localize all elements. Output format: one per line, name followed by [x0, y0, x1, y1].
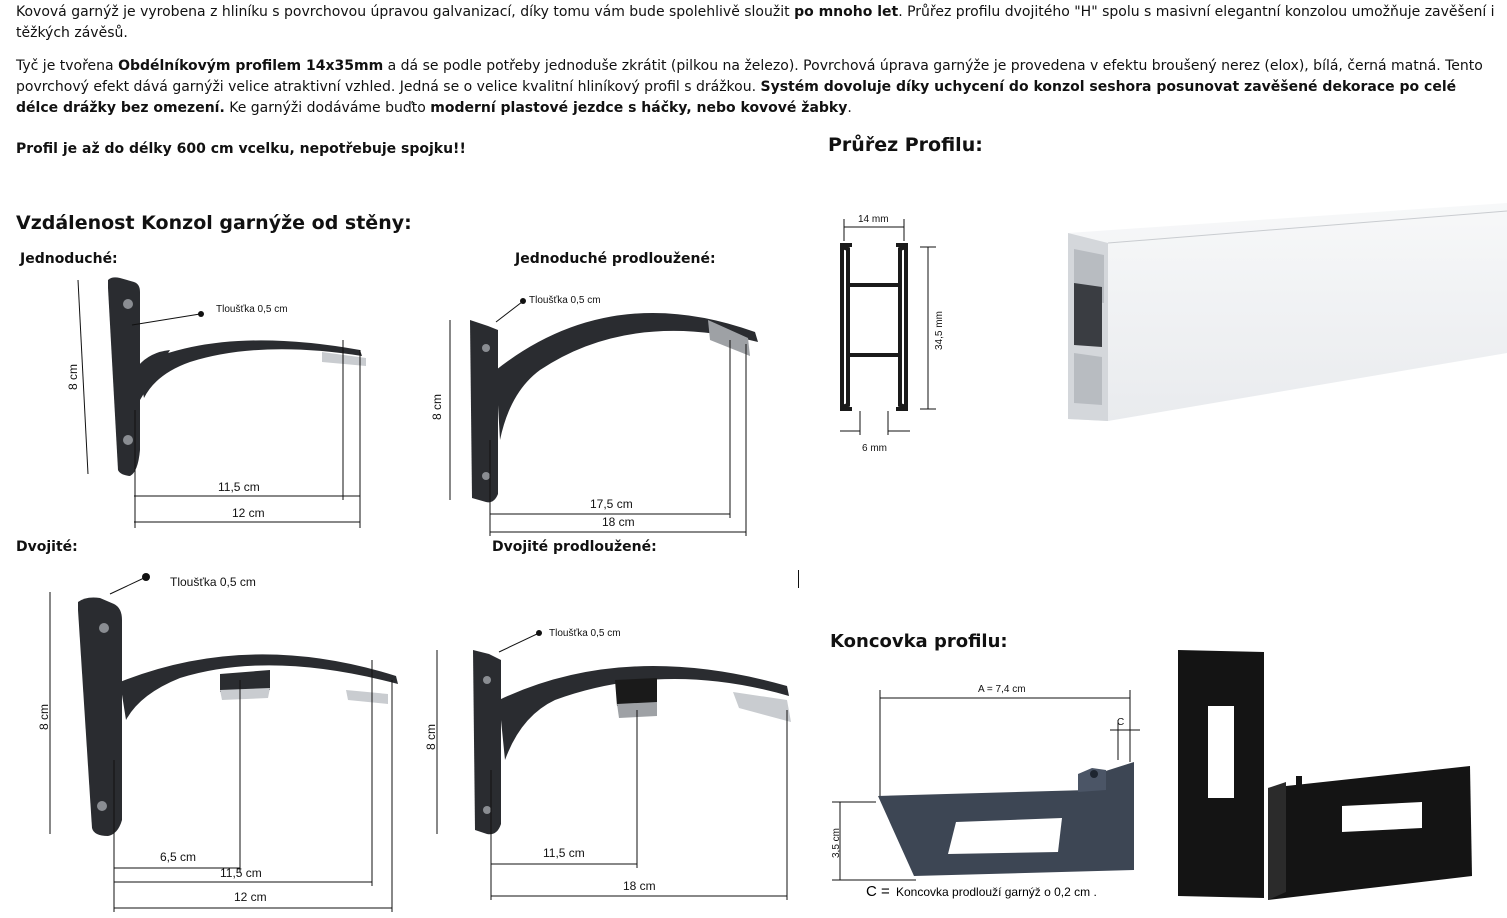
text-cursor: [798, 570, 799, 588]
double-bracket-image: [78, 597, 398, 836]
double-ext-d2-label: 18 cm: [623, 879, 656, 893]
end-cap-black-back: [1178, 650, 1264, 898]
double-ext-bracket-label: Dvojité prodloužené:: [492, 539, 657, 555]
intro-paragraph-2: Tyč je tvořena Obdélníkovým profilem 14x…: [16, 58, 1483, 116]
double-thickness-label: Tloušťka 0,5 cm: [170, 575, 256, 589]
double-ext-bracket-image: [473, 650, 791, 835]
end-cap-height-label: 3,5 cm: [831, 828, 842, 858]
double-ext-d1-label: 11,5 cm: [543, 846, 585, 860]
end-cap-photo: [1178, 650, 1472, 900]
single-ext-bracket-image: [470, 312, 758, 503]
end-cap-note-c: C =: [866, 883, 890, 900]
single-ext-height-label: 8 cm: [430, 394, 444, 420]
single-d1-label: 11,5 cm: [218, 480, 260, 494]
profile-cross-section-diagram: 14 mm 34,5 mm 6 mm: [840, 214, 945, 454]
single-ext-bracket-label: Jednoduché prodloužené:: [515, 251, 716, 267]
single-bracket-diagram: Tloušťka 0,5 cm 8 cm 11,5 cm 12 cm: [66, 277, 366, 528]
cross-section-heading: Průřez Profilu:: [828, 134, 983, 156]
double-d1-label: 11,5 cm: [220, 866, 262, 880]
double-bracket-label: Dvojité:: [16, 539, 78, 555]
profile-3d-image: [1068, 203, 1507, 421]
single-ext-d1-label: 17,5 cm: [590, 497, 633, 511]
double-ext-height-label: 8 cm: [424, 724, 438, 750]
single-thickness-label: Tloušťka 0,5 cm: [216, 304, 288, 315]
single-bracket-image: [108, 277, 366, 476]
single-bracket-label: Jednoduché:: [20, 251, 118, 267]
end-cap-image: [878, 762, 1134, 876]
end-cap-diagram: A = 7,4 cm C 3,5 cm C = Koncovka prodlou…: [831, 684, 1140, 900]
bracket-distance-heading: Vzdálenost Konzol garnýže od stěny:: [16, 212, 412, 234]
single-ext-thickness-label: Tloušťka 0,5 cm: [529, 295, 601, 306]
end-cap-c-label: C: [1117, 717, 1124, 728]
profile-width-label: 14 mm: [858, 214, 889, 225]
single-ext-d2-label: 18 cm: [602, 515, 635, 529]
end-cap-note: Koncovka prodlouží garnýž o 0,2 cm .: [896, 885, 1097, 899]
double-height-label: 8 cm: [37, 704, 51, 730]
single-d2-label: 12 cm: [232, 506, 265, 520]
double-bracket-diagram: Tloušťka 0,5 cm 8 cm 6,5 cm 11,5 cm 12 c…: [37, 573, 398, 912]
end-cap-black-front: [1268, 766, 1472, 900]
profile-gap-label: 6 mm: [862, 443, 887, 454]
double-ext-thickness-label: Tloušťka 0,5 cm: [549, 628, 621, 639]
profile-section-shape: [840, 243, 908, 411]
double-d0-label: 6,5 cm: [160, 850, 196, 864]
single-height-label: 8 cm: [66, 364, 80, 390]
end-cap-a-label: A = 7,4 cm: [978, 684, 1026, 695]
intro-paragraph-1: Kovová garnýž je vyrobena z hliníku s po…: [16, 4, 1495, 41]
single-ext-bracket-diagram: Tloušťka 0,5 cm 8 cm 17,5 cm 18 cm: [430, 295, 758, 536]
profile-length-note: Profil je až do délky 600 cm vcelku, nep…: [16, 141, 466, 157]
end-cap-heading: Koncovka profilu:: [830, 631, 1008, 652]
profile-height-label: 34,5 mm: [934, 311, 945, 350]
double-ext-bracket-diagram: Tloušťka 0,5 cm 8 cm 11,5 cm 18 cm: [424, 628, 791, 900]
double-d2-label: 12 cm: [234, 890, 267, 904]
